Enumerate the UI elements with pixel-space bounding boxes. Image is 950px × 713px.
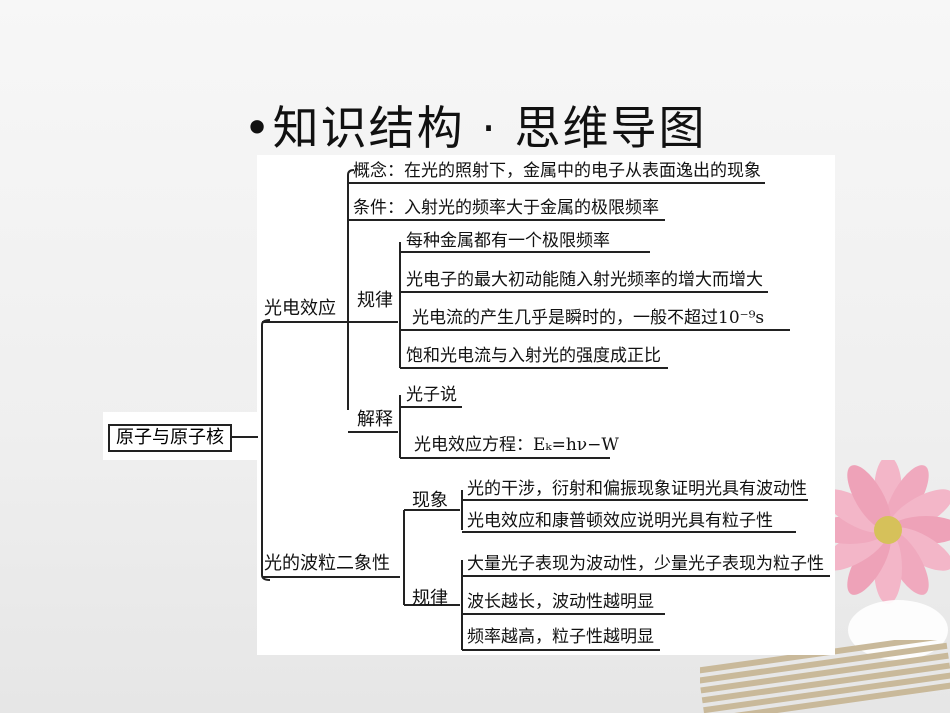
photoelectric-rule-1: 每种金属都有一个极限频率	[406, 231, 610, 251]
photoelectric-node: 光电效应	[264, 298, 336, 319]
root-node: 原子与原子核	[108, 424, 232, 452]
duality-rule-2: 波长越长，波动性越明显	[467, 592, 654, 612]
duality-phenomenon-1: 光的干涉，衍射和偏振现象证明光具有波动性	[467, 479, 807, 499]
duality-rule-3: 频率越高，粒子性越明显	[467, 627, 654, 647]
slide-title: •知识结构 · 思维导图	[243, 101, 707, 155]
photoelectric-explain-label: 解释	[357, 409, 393, 430]
photoelectric-rule-2: 光电子的最大初动能随入射光频率的增大而增大	[406, 270, 763, 290]
photoelectric-equation: 光电效应方程：Eₖ=hν−W	[414, 435, 619, 455]
photoelectric-rule-4: 饱和光电流与入射光的强度成正比	[406, 346, 661, 366]
duality-node: 光的波粒二象性	[264, 553, 390, 574]
photoelectric-concept: 概念：在光的照射下，金属中的电子从表面逸出的现象	[353, 161, 761, 181]
photoelectric-condition: 条件：入射光的频率大于金属的极限频率	[353, 198, 659, 218]
photoelectric-rules-label: 规律	[357, 290, 393, 311]
duality-rules-label: 规律	[412, 588, 448, 609]
photoelectric-rule-3: 光电流的产生几乎是瞬时的，一般不超过10⁻⁹s	[412, 308, 765, 328]
duality-rule-1: 大量光子表现为波动性，少量光子表现为粒子性	[467, 554, 824, 574]
duality-phenomena-label: 现象	[412, 490, 448, 511]
duality-phenomenon-2: 光电效应和康普顿效应说明光具有粒子性	[467, 511, 773, 531]
photoelectric-explain-photon: 光子说	[406, 385, 457, 405]
mindmap-card	[257, 155, 835, 655]
